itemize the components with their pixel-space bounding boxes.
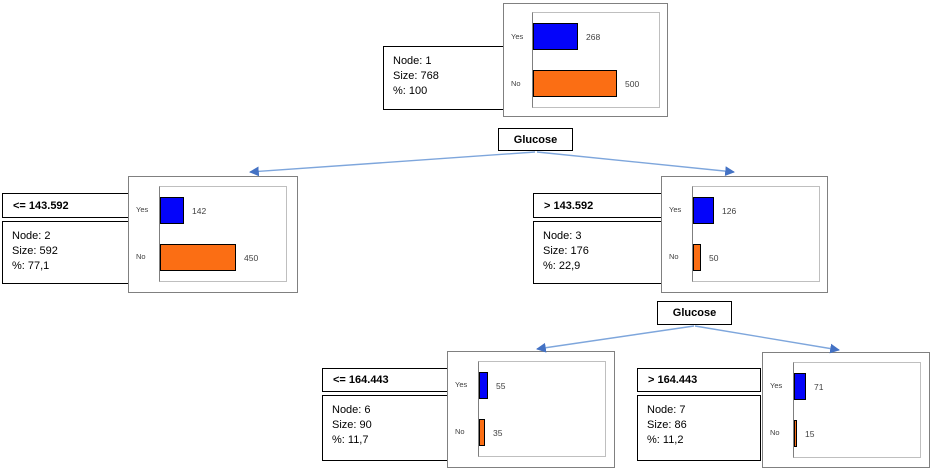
yes-value-label: 268: [586, 31, 601, 42]
split-variable-name: Glucose: [513, 133, 558, 146]
node-7-size: Size: 86: [647, 419, 687, 431]
no-bar: [693, 244, 701, 271]
yes-bar: [160, 197, 184, 224]
yes-bar: [794, 373, 806, 400]
node-2-plot-area: 142 450: [159, 186, 287, 282]
node-7-condition-box: > 164.443: [637, 368, 761, 392]
no-bar: [479, 419, 485, 446]
node-2-condition: <= 143.592: [13, 199, 69, 212]
node-6-plot-area: 55 35: [478, 361, 606, 457]
no-bar: [794, 420, 797, 447]
split-variable-name: Glucose: [672, 307, 717, 319]
no-bar: [160, 244, 236, 271]
yes-category-label: Yes: [455, 380, 468, 389]
node-3-percent: %: 22,9: [543, 260, 581, 272]
node-7-plot-area: 71 15: [793, 362, 921, 458]
node-6-condition: <= 164.443: [333, 374, 389, 386]
node-6-chart: Yes No 55 35: [447, 351, 615, 468]
node-2-id: Node: 2: [12, 230, 51, 242]
node-6-id: Node: 6: [332, 404, 371, 416]
node-7-info-box: Node: 7 Size: 86 %: 11,2: [637, 395, 761, 461]
node-3-chart: Yes No 126 50: [661, 176, 828, 293]
split-label-glucose-1: Glucose: [498, 128, 573, 151]
no-value-label: 15: [805, 428, 815, 439]
yes-bar: [693, 197, 714, 224]
node-3-condition: > 143.592: [544, 199, 594, 212]
node-7-condition: > 164.443: [648, 374, 698, 386]
no-category-label: No: [455, 427, 465, 436]
node-7-chart: Yes No 71 15: [762, 352, 930, 468]
node-6-size: Size: 90: [332, 419, 372, 431]
no-category-label: No: [136, 252, 146, 261]
no-value-label: 35: [493, 427, 503, 438]
yes-category-label: Yes: [770, 381, 783, 390]
edge-split2-to-node-6: [536, 325, 695, 353]
node-3-condition-box: > 143.592: [533, 193, 662, 218]
node-3-info-box: Node: 3 Size: 176 %: 22,9: [533, 221, 662, 284]
edge-split2-to-node-7: [694, 325, 840, 354]
node-7-percent: %: 11,2: [647, 434, 684, 446]
edge-split1-to-node-3: [536, 151, 735, 176]
no-category-label: No: [770, 428, 780, 437]
node-6-info-box: Node: 6 Size: 90 %: 11,7: [322, 395, 449, 461]
node-2-condition-box: <= 143.592: [2, 193, 133, 218]
node-6-percent: %: 11,7: [332, 434, 369, 446]
yes-value-label: 142: [192, 205, 207, 216]
node-1-info-box: Node: 1 Size: 768 %: 100: [383, 46, 505, 110]
yes-value-label: 71: [814, 381, 824, 392]
node-2-info-box: Node: 2 Size: 592 %: 77,1: [2, 221, 133, 284]
node-1-id: Node: 1: [393, 55, 432, 67]
node-3-id: Node: 3: [543, 230, 582, 242]
no-value-label: 50: [709, 252, 719, 263]
yes-value-label: 55: [496, 380, 506, 391]
node-3-size: Size: 176: [543, 245, 589, 257]
split-label-glucose-2: Glucose: [657, 301, 732, 325]
node-1-size: Size: 768: [393, 70, 439, 82]
yes-bar: [533, 23, 578, 50]
yes-value-label: 126: [722, 205, 737, 216]
no-bar: [533, 70, 617, 97]
node-1-plot-area: 268 500: [532, 12, 660, 108]
yes-bar: [479, 372, 488, 399]
node-2-size: Size: 592: [12, 245, 58, 257]
node-3-plot-area: 126 50: [692, 186, 820, 282]
node-1-chart: Yes No 268 500: [503, 3, 668, 117]
yes-category-label: Yes: [136, 205, 149, 214]
no-category-label: No: [511, 79, 521, 88]
node-1-percent: %: 100: [393, 85, 428, 97]
yes-category-label: Yes: [511, 32, 524, 41]
node-2-chart: Yes No 142 450: [128, 176, 298, 293]
no-value-label: 450: [244, 252, 259, 263]
node-6-condition-box: <= 164.443: [322, 368, 449, 392]
yes-category-label: Yes: [669, 205, 682, 214]
edge-split1-to-node-2: [249, 151, 536, 177]
no-category-label: No: [669, 252, 679, 261]
node-2-percent: %: 77,1: [12, 260, 50, 272]
node-7-id: Node: 7: [647, 404, 686, 416]
no-value-label: 500: [625, 78, 640, 89]
